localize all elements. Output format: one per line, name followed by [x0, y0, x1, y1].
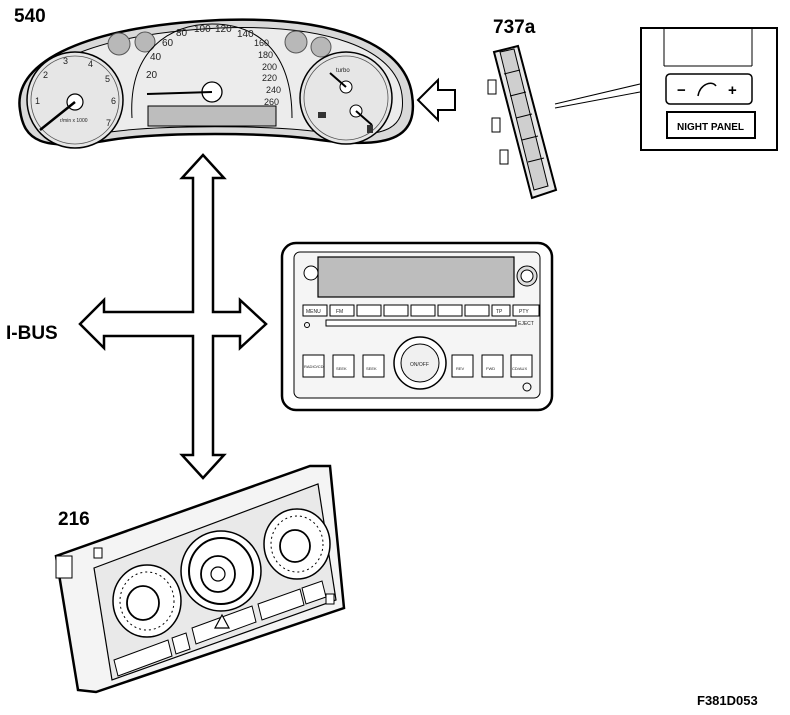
speedometer: 20 40 60 80 100 120 140 160 180 200 220 … [131, 23, 293, 127]
speed-tick-260: 260 [264, 97, 279, 107]
rpm-tick-6: 6 [111, 96, 116, 106]
radio-fwd-button[interactable]: FWD [486, 366, 495, 371]
speed-tick-80: 80 [176, 28, 188, 39]
radio-source-button[interactable]: RADIO/CD [304, 364, 324, 369]
radio-rev-button[interactable]: REV [456, 366, 465, 371]
turbo-label: turbo [336, 68, 350, 74]
eject-label: EJECT [518, 321, 534, 327]
radio-seek-fwd-button[interactable]: SEEK [366, 366, 377, 371]
rpm-tick-4: 4 [88, 59, 93, 69]
radio-menu-button[interactable]: MENU [306, 309, 321, 315]
cluster-label: 540 [14, 6, 46, 27]
radio-unit: EJECT MENU FM TP PTY RADIO/CD SEEK SEEK [280, 241, 554, 412]
recirculation-button[interactable] [171, 632, 191, 655]
speed-tick-60: 60 [162, 38, 174, 49]
night-panel-text: NIGHT PANEL [677, 122, 744, 133]
rpm-tick-7: 7 [106, 118, 111, 128]
leader-line [554, 83, 641, 105]
hazard-icon [213, 613, 231, 629]
speed-tick-100: 100 [194, 24, 211, 35]
ac-button[interactable] [113, 639, 173, 677]
defrost-button[interactable] [257, 588, 305, 621]
instrument-cluster: 1 2 3 4 5 6 7 r/min x 1000 20 40 60 80 1… [18, 18, 415, 149]
speed-tick-20: 20 [146, 70, 158, 81]
dimmer-icon [697, 82, 717, 97]
rpm-tick-3: 3 [63, 56, 68, 66]
radio-seek-back-button[interactable]: SEEK [336, 366, 347, 371]
plus-symbol: + [728, 82, 737, 99]
speed-tick-160: 160 [254, 38, 269, 48]
leader-line [554, 91, 641, 109]
figure-id: F381D053 [697, 693, 758, 708]
rpm-tick-1: 1 [35, 96, 40, 106]
temperature-knob-left [112, 564, 182, 638]
radio-preset-row: MENU FM TP PTY [302, 304, 540, 317]
speed-tick-180: 180 [258, 50, 273, 60]
radio-power-knob[interactable]: ON/OFF [410, 362, 429, 368]
climate-label: 216 [58, 509, 90, 530]
temperature-knob-right [263, 508, 331, 580]
switch-label: 737a [493, 17, 536, 38]
minus-symbol: − [677, 82, 686, 99]
tachometer: 1 2 3 4 5 6 7 r/min x 1000 [26, 51, 124, 149]
bus-label: I-BUS [6, 323, 58, 344]
speed-tick-120: 120 [215, 24, 232, 35]
ibus-cross-arrow [78, 153, 268, 480]
speed-tick-140: 140 [237, 29, 254, 40]
turbo-fuel-gauge: turbo [299, 51, 393, 145]
radio-tp-button[interactable]: TP [496, 309, 503, 315]
climate-control-panel [54, 464, 346, 694]
speed-tick-240: 240 [266, 85, 281, 95]
arrow-left-icon [416, 77, 456, 123]
fan-knob-center [180, 530, 262, 612]
rpm-tick-2: 2 [43, 70, 48, 80]
radio-control-row: RADIO/CD SEEK SEEK REV FWD CD/AUX [302, 354, 533, 378]
night-panel-switch [487, 44, 558, 200]
rpm-tick-5: 5 [105, 74, 110, 84]
speed-tick-40: 40 [150, 52, 162, 63]
radio-pty-button[interactable]: PTY [519, 309, 529, 315]
radio-cd-aux-button[interactable]: CD/AUX [512, 366, 527, 371]
radio-fm-button[interactable]: FM [336, 309, 343, 315]
speed-tick-200: 200 [262, 62, 277, 72]
rpm-unit: r/min x 1000 [60, 118, 88, 124]
speed-tick-220: 220 [262, 73, 277, 83]
switch-detail: − + NIGHT PANEL [640, 27, 778, 151]
